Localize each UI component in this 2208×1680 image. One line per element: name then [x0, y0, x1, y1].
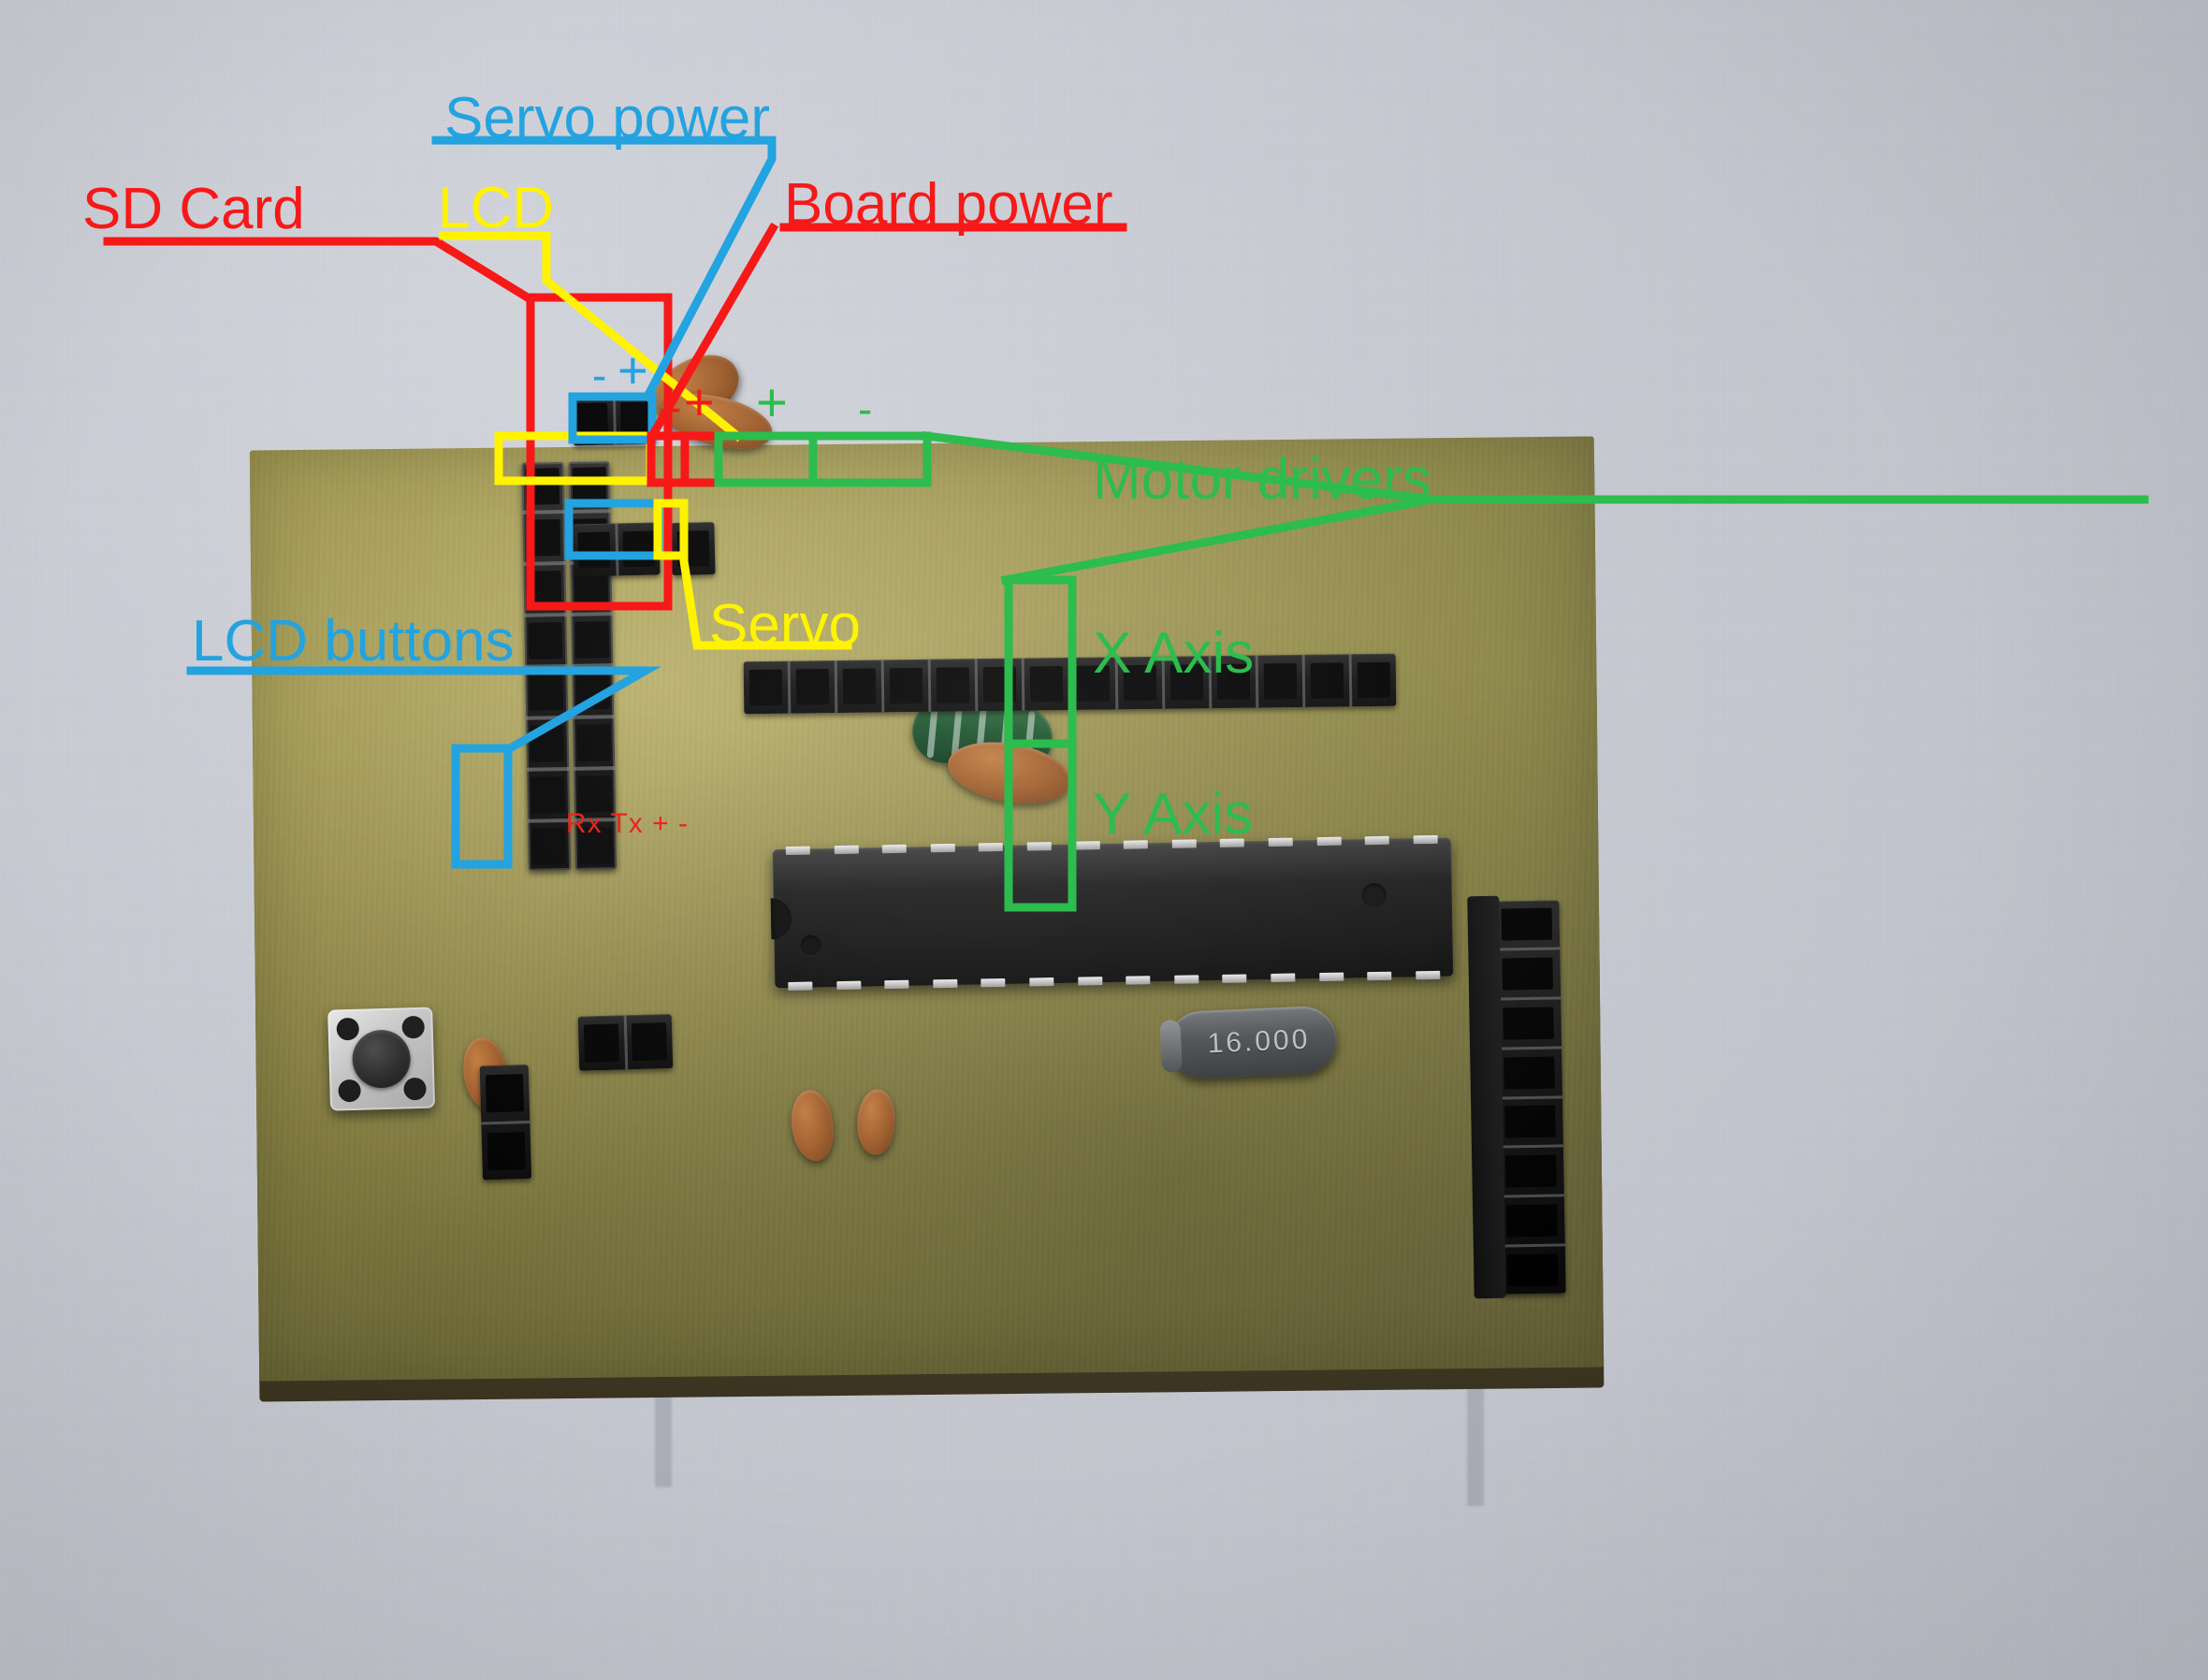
label-servo-power: Servo power [444, 86, 771, 151]
pcb-leg-left [655, 1375, 672, 1487]
silkscreen-serial-labels: Rx Tx + - [566, 808, 689, 839]
label-x-axis: X Axis [1093, 621, 1255, 686]
pcb-leg-right [1467, 1375, 1484, 1506]
label-motor-drivers: Motor drivers [1093, 447, 1431, 512]
polarity-motor-plus: + [756, 372, 788, 433]
motor-driver-box-b [808, 431, 932, 487]
servo-box [653, 499, 689, 560]
y-axis-box [1004, 739, 1077, 912]
polarity-motor-minus: - [858, 384, 873, 433]
sd-card-leader [103, 237, 537, 306]
label-lcd: LCD [438, 176, 555, 240]
x-axis-box [1004, 575, 1077, 748]
polarity-board-plus: + [684, 372, 715, 431]
label-sd-card: SD Card [82, 177, 305, 241]
lcd-leader [439, 231, 744, 442]
sd-card-box [526, 293, 673, 611]
lcd-buttons-box-upper [564, 499, 663, 560]
label-y-axis: Y Axis [1093, 782, 1254, 847]
board-power-leader [646, 222, 1127, 442]
polarity-servo-minus: - [592, 351, 607, 399]
polarity-board-minus: - [667, 383, 682, 431]
servo-power-box [568, 392, 657, 444]
label-lcd-buttons: LCD buttons [192, 609, 515, 673]
motor-drivers-leader [921, 430, 2149, 586]
motor-driver-box-a [714, 431, 818, 487]
lcd-buttons-leader [186, 666, 661, 755]
label-servo: Servo [709, 593, 861, 658]
servo-power-leader [431, 136, 777, 403]
polarity-servo-plus: + [617, 340, 648, 399]
lcd-buttons-box-lower [451, 744, 513, 869]
label-board-power: Board power [784, 172, 1113, 237]
